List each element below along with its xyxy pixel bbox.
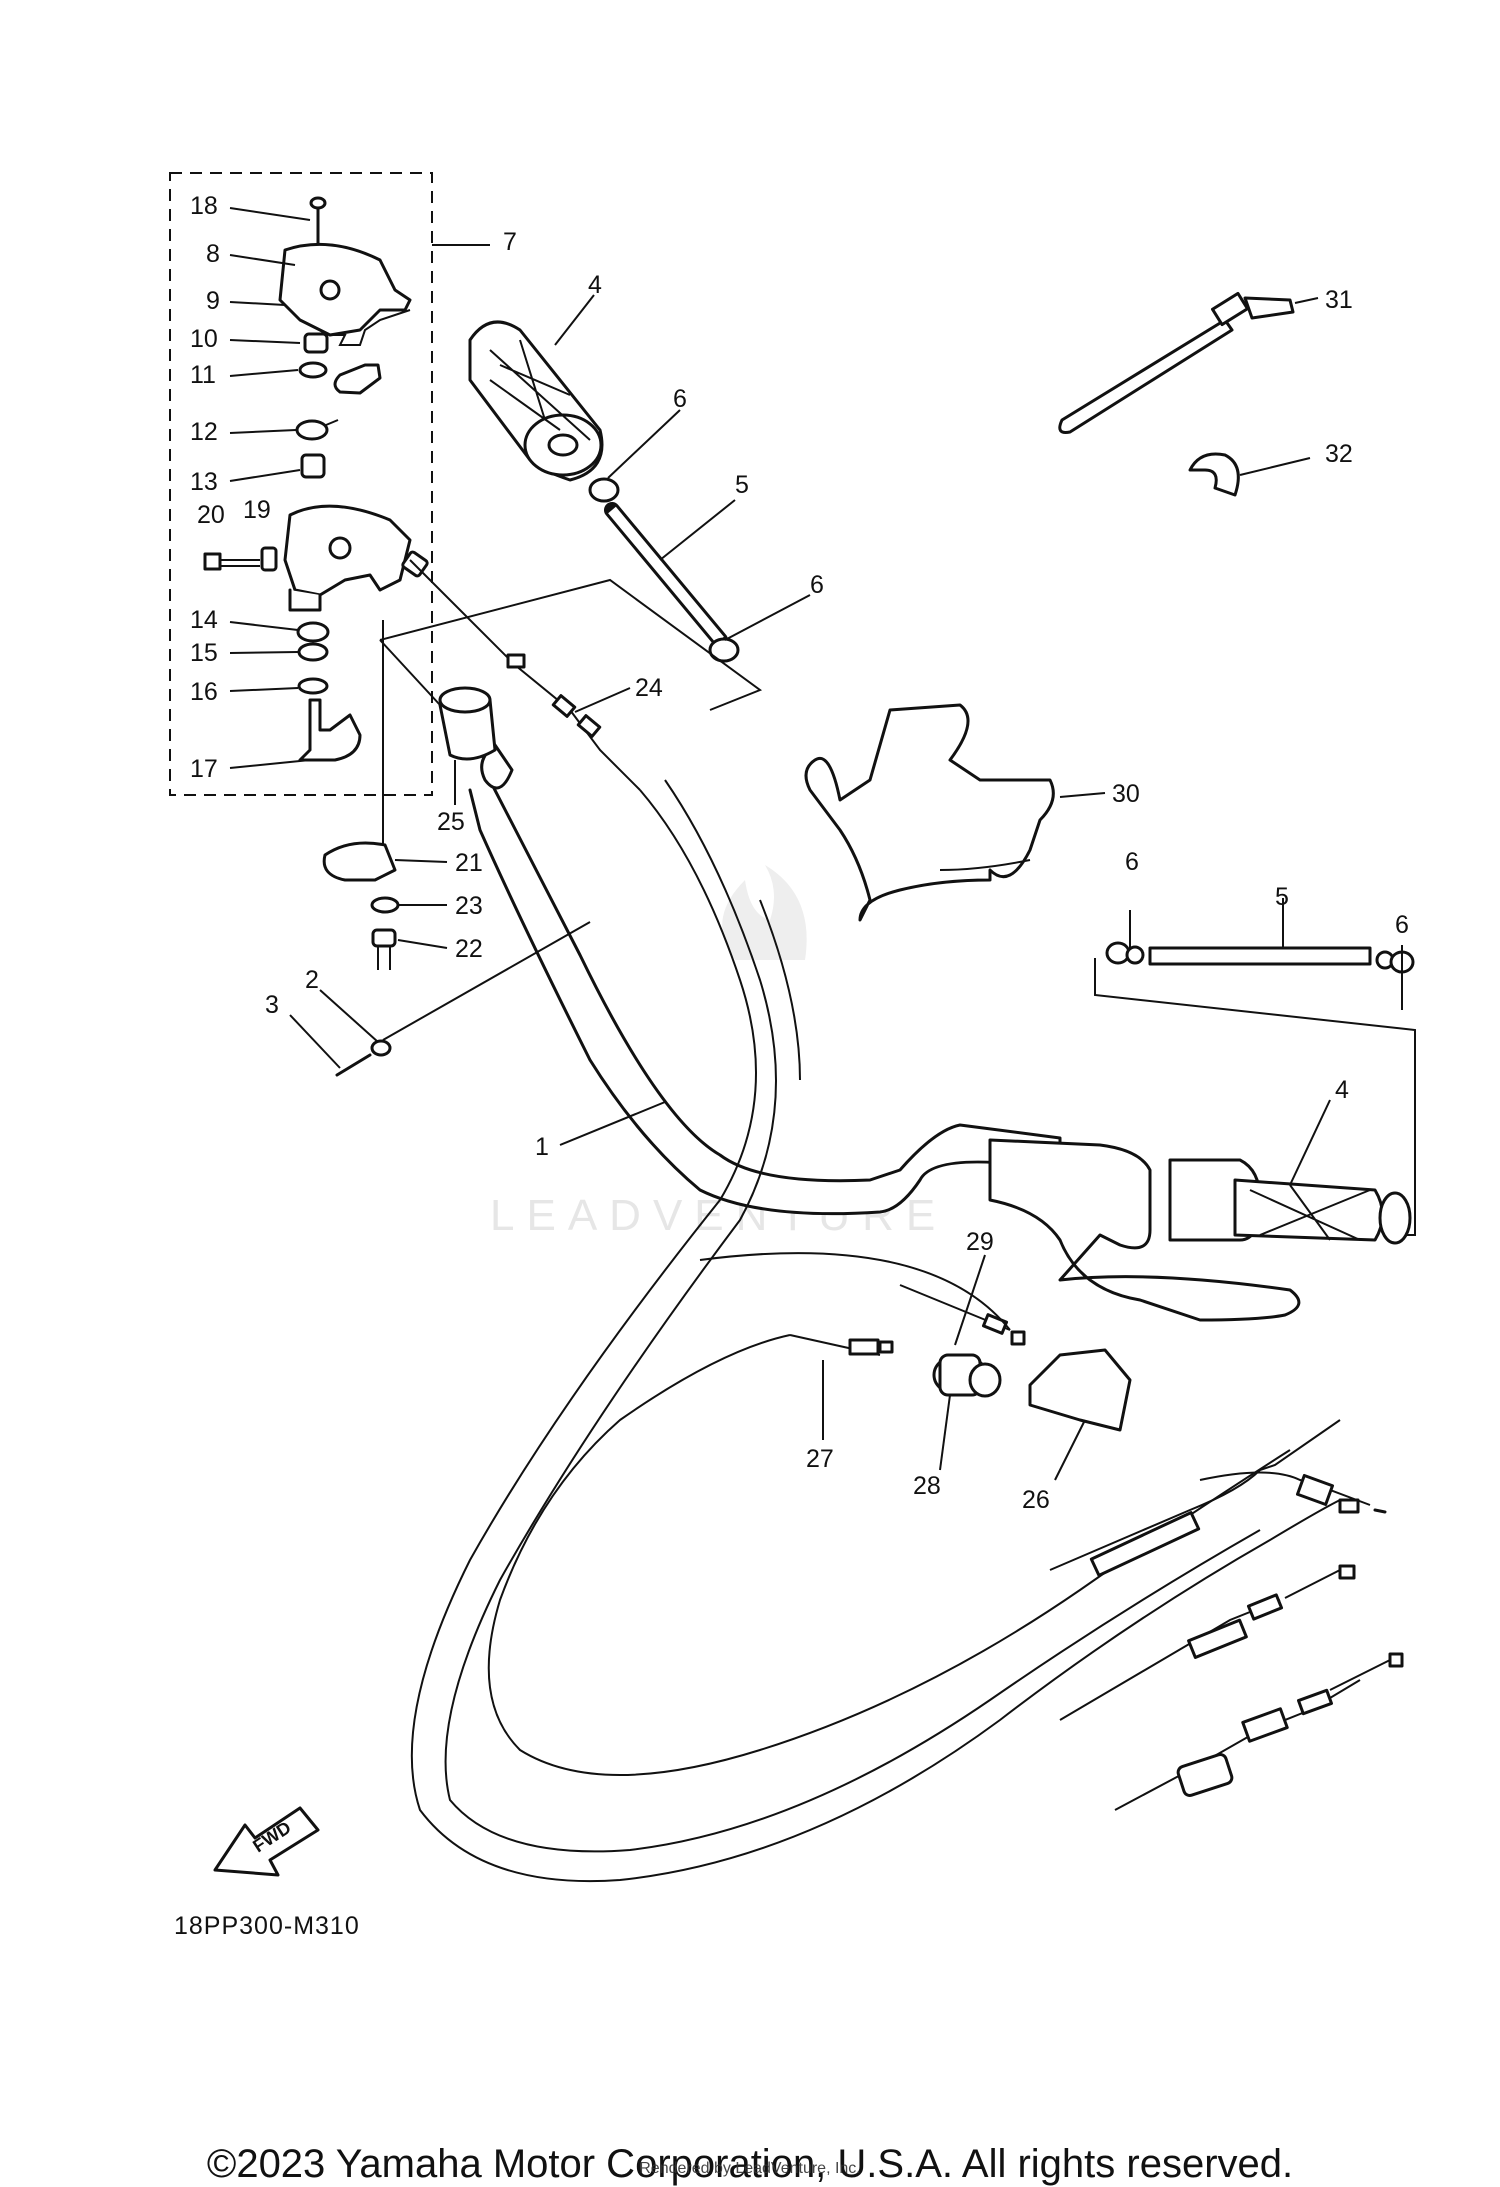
nut-19	[260, 546, 278, 572]
end-cap-2	[370, 1039, 392, 1057]
nut-10	[303, 332, 329, 354]
cables	[410, 779, 1404, 1883]
cable-tie	[1058, 291, 1295, 434]
callout-19: 19	[243, 496, 271, 524]
bolt-20	[203, 552, 260, 571]
left-grip	[468, 320, 604, 482]
holder-26	[1028, 1348, 1132, 1432]
callout-23: 23	[455, 892, 483, 920]
washer-16	[297, 677, 329, 695]
cable-clamp	[1188, 452, 1240, 497]
callout-16: 16	[190, 678, 218, 706]
callout-5: 5	[735, 471, 749, 499]
callout-18: 18	[190, 192, 218, 220]
callout-13: 13	[190, 468, 218, 496]
callout-12: 12	[190, 418, 218, 446]
bracket-lines-right	[1094, 958, 1416, 1236]
callout-6: 6	[810, 571, 824, 599]
bracket-line-25	[379, 639, 441, 706]
collar-13	[300, 453, 326, 479]
leader-lines	[229, 207, 1403, 1481]
callout-25: 25	[437, 808, 465, 836]
callout-10: 10	[190, 325, 218, 353]
gasket-9	[279, 299, 411, 346]
throttle-cable-24	[409, 559, 641, 791]
callout-5: 5	[1275, 883, 1289, 911]
callout-20: 20	[197, 501, 225, 529]
callout-3: 3	[265, 991, 279, 1019]
throttle-cover-8	[278, 242, 412, 337]
callout-9: 9	[206, 287, 220, 315]
handlebar-cover	[804, 703, 1055, 922]
callout-26: 26	[1022, 1486, 1050, 1514]
adjuster-28	[932, 1353, 1002, 1398]
clamp-21	[322, 841, 397, 882]
throttle-assembly-box	[169, 172, 433, 796]
callout-21: 21	[455, 849, 483, 877]
washer-15	[297, 642, 329, 662]
callout-4: 4	[1335, 1076, 1349, 1104]
bolt-22	[371, 928, 397, 970]
washer-14	[296, 621, 330, 643]
callout-1: 1	[535, 1133, 549, 1161]
cable-29	[899, 1284, 1026, 1346]
bar-end-weight-left	[588, 477, 740, 663]
fwd-arrow-icon: FWD	[213, 1806, 320, 1877]
callout-22: 22	[455, 935, 483, 963]
axis-line-2	[382, 921, 591, 1041]
sleeve-25	[438, 686, 497, 761]
throttle-screw-18	[309, 196, 327, 252]
callout-31: 31	[1325, 286, 1353, 314]
spring-12	[295, 419, 339, 441]
callout-6: 6	[673, 385, 687, 413]
callout-30: 30	[1112, 780, 1140, 808]
right-grip-lever	[988, 1138, 1412, 1322]
callout-15: 15	[190, 639, 218, 667]
callout-29: 29	[966, 1228, 994, 1256]
rendered-by-notice: Rendered by LeadVenture, Inc.	[639, 2160, 861, 2177]
callouts: 1 2 3 4 4 5 5 6 6 6 6 7 8 9 10 11 12 13 …	[190, 192, 1409, 1514]
callout-32: 32	[1325, 440, 1353, 468]
handlebar	[468, 743, 1062, 1216]
washer-23	[370, 896, 400, 914]
pin-3	[335, 1053, 372, 1077]
callout-24: 24	[635, 674, 663, 702]
callout-27: 27	[806, 1445, 834, 1473]
bar-end-weight-right	[1105, 941, 1415, 974]
callout-11: 11	[190, 361, 216, 389]
throttle-housing	[283, 504, 429, 612]
callout-17: 17	[190, 755, 218, 783]
callout-7: 7	[503, 228, 517, 256]
washer-11	[298, 361, 328, 379]
callout-14: 14	[190, 606, 218, 634]
diagram-code: 18PP300-M310	[174, 1912, 360, 1940]
bracket-lines-left	[379, 578, 763, 711]
cable-end-27	[789, 1334, 894, 1356]
callout-4: 4	[588, 271, 602, 299]
throttle-lever-17	[298, 698, 362, 762]
callout-2: 2	[305, 966, 319, 994]
callout-6: 6	[1125, 848, 1139, 876]
lever-arm-11	[333, 363, 382, 395]
callout-6: 6	[1395, 911, 1409, 939]
callout-28: 28	[913, 1472, 941, 1500]
callout-8: 8	[206, 240, 220, 268]
